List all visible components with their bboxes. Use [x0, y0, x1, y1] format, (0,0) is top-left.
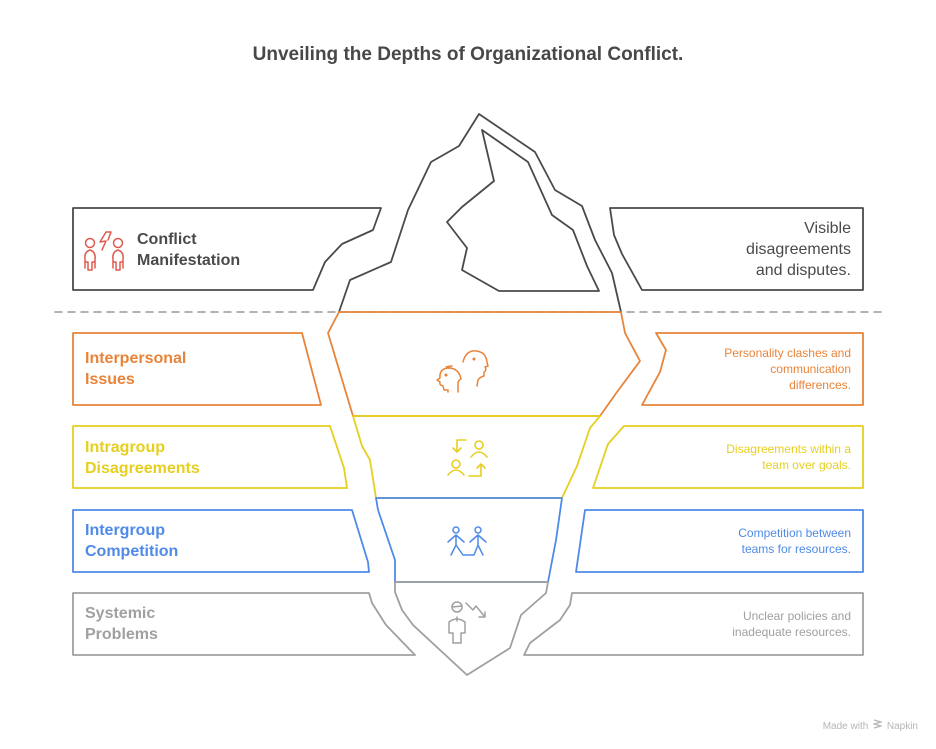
layer-conflict-manifestation-shapes — [72, 113, 864, 313]
label-interpersonal-issues: Interpersonal Issues — [85, 348, 186, 390]
diagram-title: Unveiling the Depths of Organizational C… — [252, 44, 684, 65]
footer-brand: Napkin — [886, 721, 918, 732]
description-line: team over goals. — [762, 458, 851, 472]
left-label-box-intergroup — [72, 509, 370, 573]
label-line: Competition — [85, 543, 179, 560]
label-line: Issues — [85, 371, 135, 388]
label-systemic-problems: Systemic Problems — [85, 603, 158, 645]
description-line: disagreements — [746, 241, 851, 258]
description-interpersonal-issues: Personality clashes and communication di… — [724, 345, 851, 393]
label-conflict-manifestation: Conflict Manifestation — [137, 229, 240, 271]
description-intragroup-disagreements: Disagreements within a team over goals. — [726, 441, 851, 473]
right-desc-box-intragroup — [592, 425, 864, 489]
label-line: Intergroup — [85, 522, 165, 539]
left-label-box-systemic — [72, 592, 416, 656]
iceberg-segment-intragroup — [352, 415, 601, 499]
layer-interpersonal-shapes — [72, 311, 864, 417]
iceberg-segment-systemic — [394, 581, 549, 676]
right-desc-box-systemic — [523, 592, 864, 656]
left-label-box-interpersonal — [72, 332, 322, 406]
made-with-napkin-footer: Made with Napkin — [823, 719, 918, 732]
label-line: Conflict — [137, 231, 197, 248]
napkin-logo-icon — [871, 719, 884, 732]
description-conflict-manifestation: Visible disagreements and disputes. — [746, 218, 851, 281]
label-intergroup-competition: Intergroup Competition — [85, 520, 178, 562]
iceberg-tip-inner-face — [446, 129, 600, 292]
layer-systemic-shapes — [72, 581, 864, 676]
label-intragroup-disagreements: Intragroup Disagreements — [85, 437, 200, 479]
right-desc-box-conflict-manifestation — [609, 207, 864, 291]
left-label-box-conflict-manifestation — [72, 207, 382, 291]
description-line: and disputes. — [755, 262, 851, 279]
label-line: Manifestation — [137, 252, 241, 269]
label-line: Disagreements — [85, 460, 200, 477]
conflict-people-lightning-icon — [84, 231, 124, 271]
iceberg-segment-interpersonal — [327, 311, 641, 417]
description-line: Visible — [804, 220, 851, 237]
description-line: teams for resources. — [741, 542, 851, 556]
label-line: Intragroup — [85, 439, 165, 456]
description-intergroup-competition: Competition between teams for resources. — [738, 525, 851, 557]
description-line: inadequate resources. — [732, 625, 851, 639]
description-line: Unclear policies and — [742, 609, 851, 623]
right-desc-box-intergroup — [575, 509, 864, 573]
description-line: Disagreements within a — [726, 442, 851, 456]
iceberg-tip-outline — [338, 113, 622, 313]
people-holding-hands-icon — [447, 526, 487, 556]
description-line: Personality clashes and — [724, 346, 851, 360]
left-label-box-intragroup — [72, 425, 348, 489]
people-exchange-icon — [447, 439, 488, 477]
description-line: differences. — [789, 378, 851, 392]
label-line: Problems — [85, 626, 158, 643]
description-systemic-problems: Unclear policies and inadequate resource… — [732, 608, 851, 640]
description-line: Competition between — [738, 526, 851, 540]
label-line: Interpersonal — [85, 350, 187, 367]
person-decline-icon — [448, 601, 486, 644]
footer-prefix: Made with — [822, 721, 869, 732]
right-desc-box-interpersonal — [641, 332, 864, 406]
two-heads-icon — [436, 350, 489, 393]
description-line: communication — [770, 362, 851, 376]
iceberg-segment-intergroup — [375, 497, 563, 583]
label-line: Systemic — [85, 605, 156, 622]
